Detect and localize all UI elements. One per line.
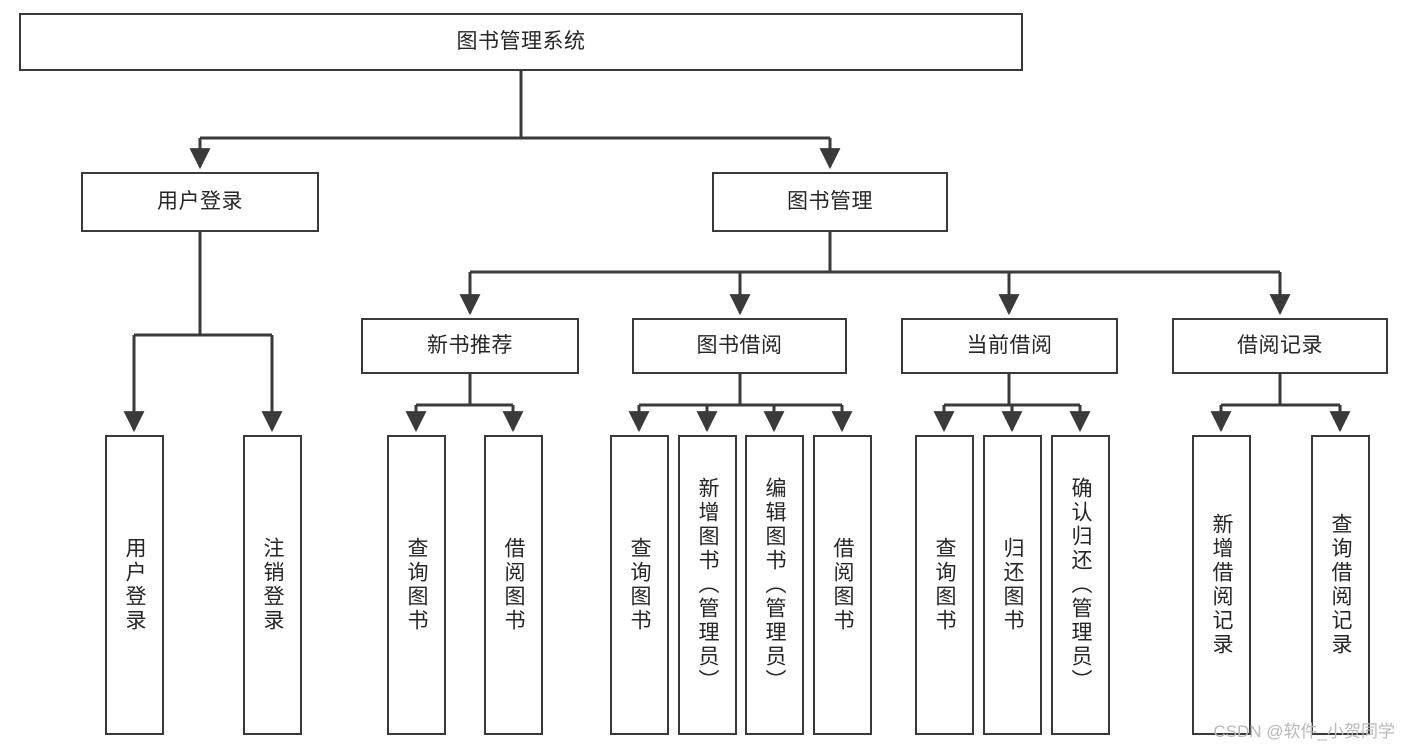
node-borrow-add-book[interactable]: 新增图书（管理员） <box>678 435 737 735</box>
node-user-login-label: 用户登录 <box>157 189 243 213</box>
node-recommend-borrow-book-label: 借阅图书 <box>502 537 525 633</box>
node-borrow-borrow-book-label: 借阅图书 <box>831 537 854 633</box>
node-borrow-record-label: 借阅记录 <box>1237 333 1323 357</box>
node-record-query[interactable]: 查询借阅记录 <box>1311 435 1370 735</box>
node-record-query-label: 查询借阅记录 <box>1329 513 1352 657</box>
node-current-return-book[interactable]: 归还图书 <box>983 435 1042 735</box>
node-root-label: 图书管理系统 <box>456 29 586 53</box>
node-recommend-borrow-book[interactable]: 借阅图书 <box>484 435 543 735</box>
node-borrow-query-book-label: 查询图书 <box>628 537 651 633</box>
node-user-login-logout[interactable]: 注销登录 <box>243 435 302 735</box>
node-borrow-record[interactable]: 借阅记录 <box>1172 318 1388 374</box>
node-borrow-borrow-book[interactable]: 借阅图书 <box>813 435 872 735</box>
node-current-return-book-label: 归还图书 <box>1001 537 1024 633</box>
node-borrow-query-book[interactable]: 查询图书 <box>610 435 669 735</box>
node-root[interactable]: 图书管理系统 <box>19 13 1023 71</box>
node-new-book-recommend[interactable]: 新书推荐 <box>361 318 579 374</box>
node-current-confirm-return[interactable]: 确认归还（管理员） <box>1051 435 1110 735</box>
node-recommend-query-book-label: 查询图书 <box>405 537 428 633</box>
node-book-management-label: 图书管理 <box>787 189 873 213</box>
node-new-book-recommend-label: 新书推荐 <box>427 333 513 357</box>
node-borrow-edit-book[interactable]: 编辑图书（管理员） <box>745 435 804 735</box>
node-record-add-label: 新增借阅记录 <box>1210 513 1233 657</box>
node-borrow-add-book-label: 新增图书（管理员） <box>696 477 719 693</box>
node-user-login-logout-label: 注销登录 <box>261 537 284 633</box>
node-book-borrow[interactable]: 图书借阅 <box>632 318 847 374</box>
node-current-borrow-label: 当前借阅 <box>966 333 1053 357</box>
node-record-add[interactable]: 新增借阅记录 <box>1192 435 1251 735</box>
node-current-query-book[interactable]: 查询图书 <box>915 435 974 735</box>
node-book-borrow-label: 图书借阅 <box>696 333 783 357</box>
node-current-confirm-return-label: 确认归还（管理员） <box>1069 477 1092 693</box>
node-current-query-book-label: 查询图书 <box>933 537 956 633</box>
watermark: CSDN @软件_小贺同学 <box>1213 722 1395 741</box>
node-borrow-edit-book-label: 编辑图书（管理员） <box>763 477 786 693</box>
node-current-borrow[interactable]: 当前借阅 <box>901 318 1118 374</box>
node-user-login[interactable]: 用户登录 <box>81 172 319 232</box>
node-book-management[interactable]: 图书管理 <box>712 172 948 232</box>
node-recommend-query-book[interactable]: 查询图书 <box>387 435 446 735</box>
node-user-login-login-label: 用户登录 <box>123 537 146 633</box>
node-user-login-login[interactable]: 用户登录 <box>105 435 164 735</box>
